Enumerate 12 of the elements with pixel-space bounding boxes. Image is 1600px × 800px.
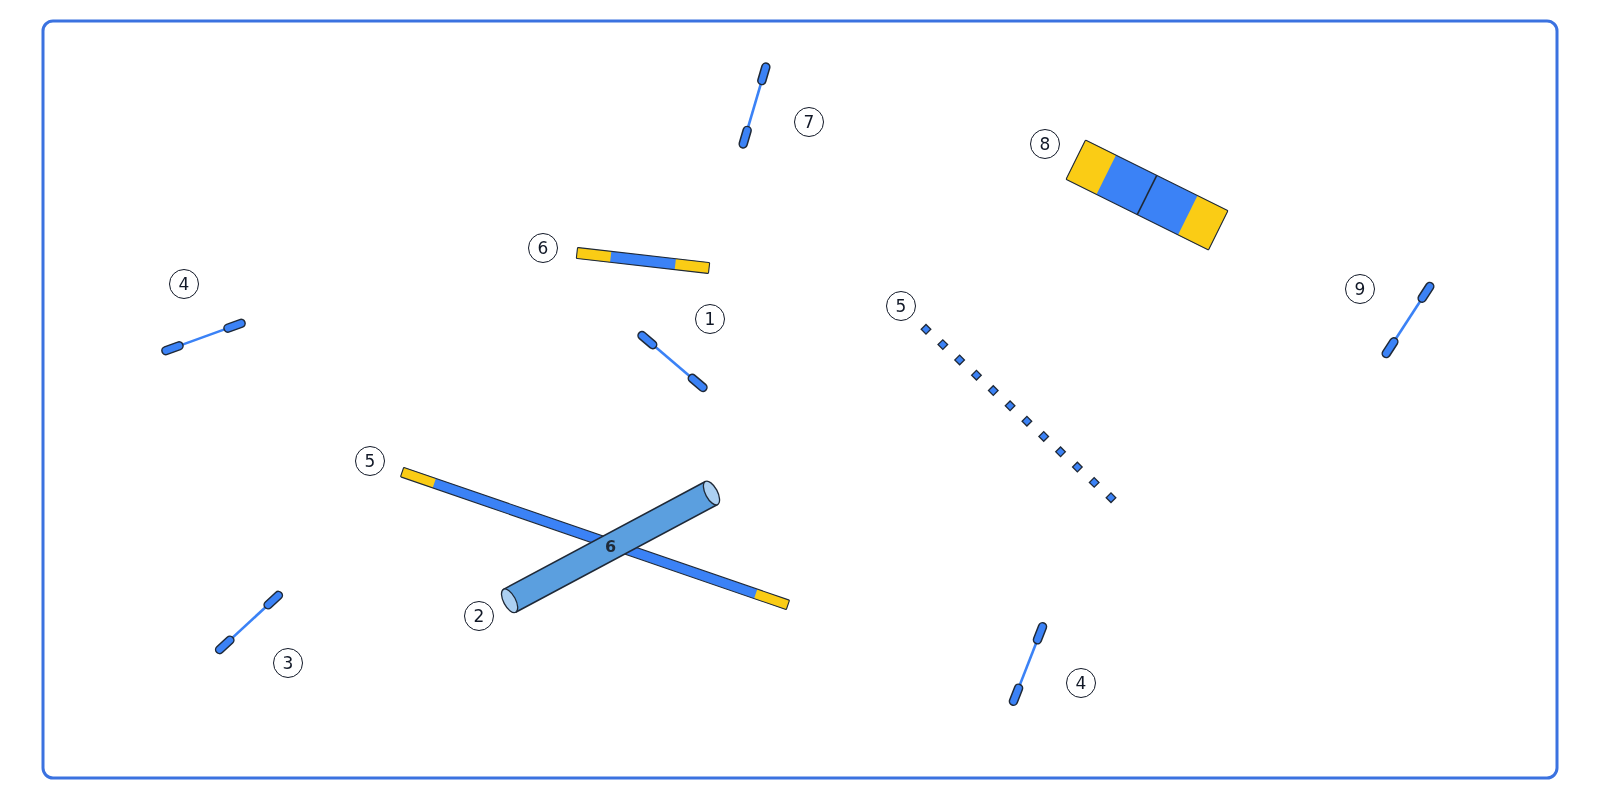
tunnel-label: 6	[604, 539, 617, 555]
sequence-number: 6	[528, 233, 558, 263]
sequence-number: 7	[794, 107, 824, 137]
sequence-number: 4	[1066, 668, 1096, 698]
sequence-number: 2	[464, 601, 494, 631]
sequence-number: 3	[273, 648, 303, 678]
sequence-number: 5	[886, 291, 916, 321]
sequence-number: 9	[1345, 274, 1375, 304]
sequence-number: 4	[169, 269, 199, 299]
sequence-number: 8	[1030, 129, 1060, 159]
sequence-number: 5	[355, 446, 385, 476]
sequence-number: 1	[695, 304, 725, 334]
